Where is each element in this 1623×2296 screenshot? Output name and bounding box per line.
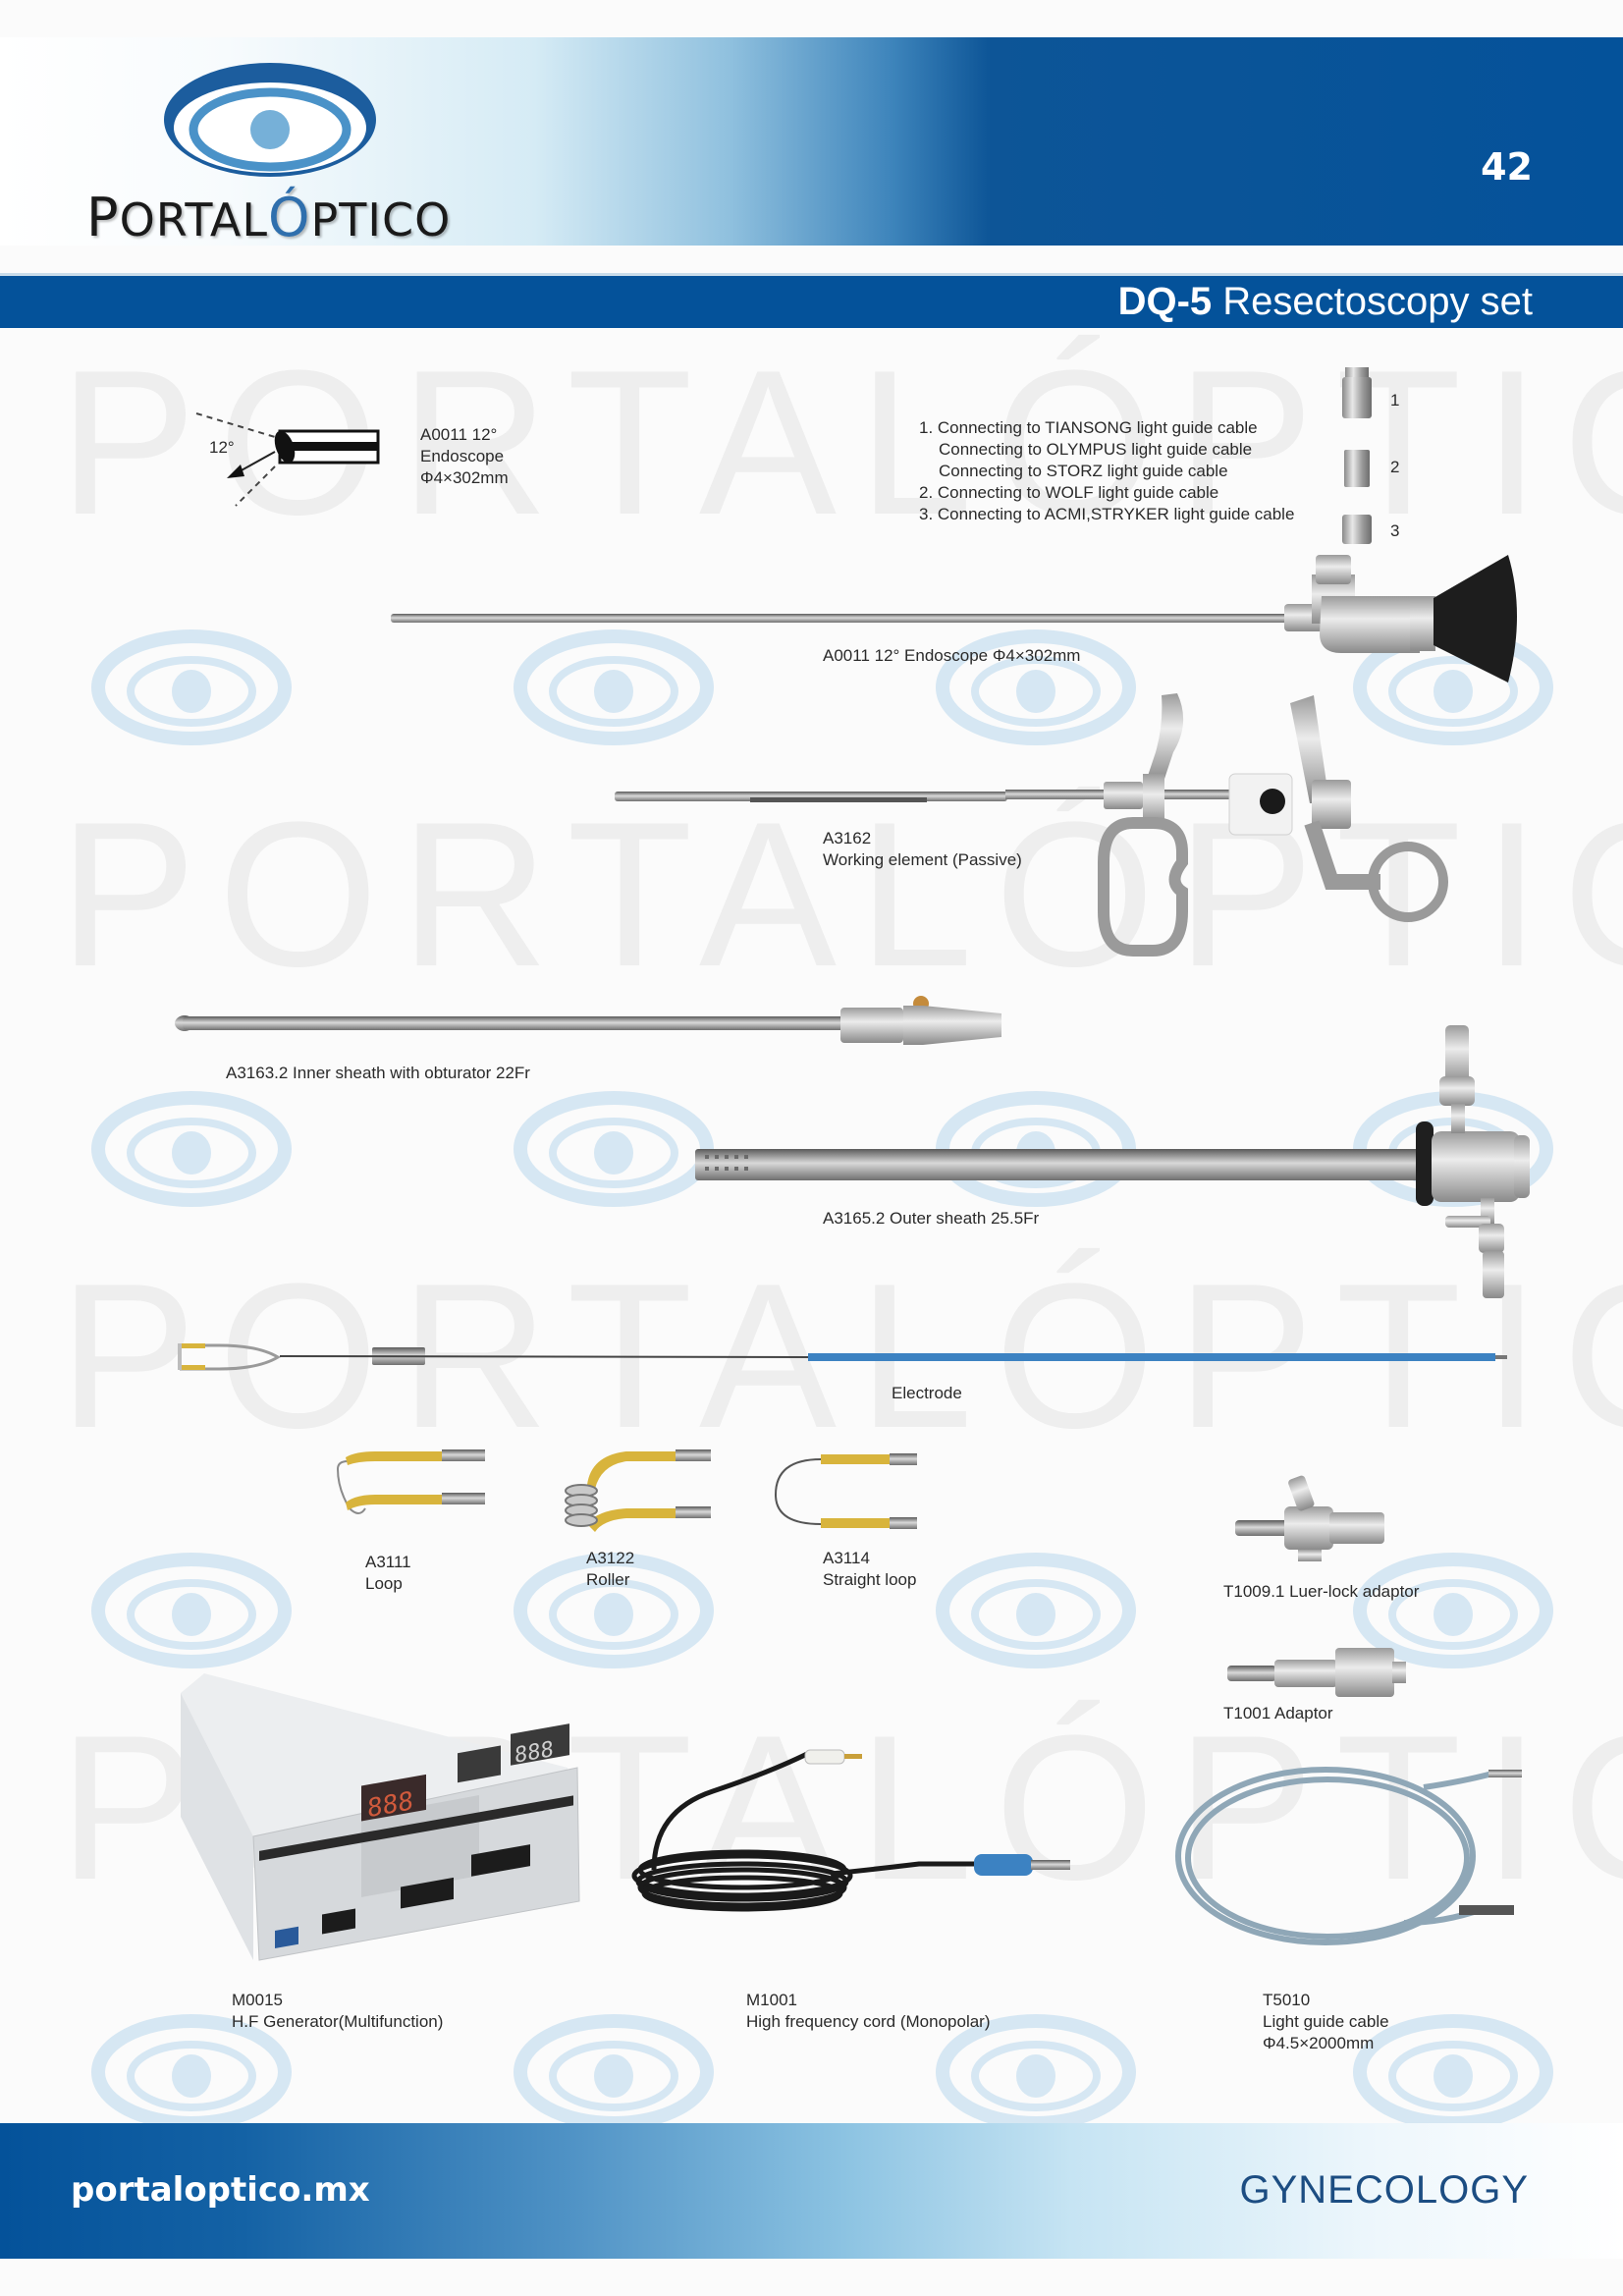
straight-loop-code: A3114 (823, 1549, 870, 1567)
luer-lock-adaptor-image (1235, 1475, 1384, 1561)
hf-generator-image: 888 888 (181, 1673, 580, 1961)
adapter-number: 1 (1390, 391, 1400, 410)
set-title: Resectoscopy set (1212, 280, 1533, 323)
connector-line: Connecting to OLYMPUS light guide cable (939, 440, 1253, 459)
adaptor-label: T1001 Adaptor (1223, 1704, 1333, 1722)
inner-sheath-label: A3163.2 Inner sheath with obturator 22Fr (226, 1064, 530, 1082)
connector-line: 3. Connecting to ACMI,STRYKER light guid… (919, 505, 1295, 523)
set-model-code: DQ-5 (1117, 280, 1213, 323)
website-link[interactable]: portaloptico.mx (71, 2170, 370, 2210)
working-element-name: Working element (Passive) (823, 850, 1022, 869)
endoscope-image (391, 555, 1517, 683)
footer-banner: portaloptico.mx GYNECOLOGY (0, 2123, 1623, 2259)
hf-cord-code: M1001 (746, 1991, 797, 2009)
hf-cord-name: High frequency cord (Monopolar) (746, 2012, 991, 2031)
working-element-image (615, 693, 1448, 957)
loop-electrode-image (336, 1449, 485, 1514)
loop-code: A3111 (365, 1553, 411, 1571)
outer-sheath-image (695, 1025, 1530, 1298)
generator-code: M0015 (232, 1991, 283, 2009)
brand-cap-o: Ó (268, 187, 311, 248)
endoscope-angle-diagram-icon (195, 412, 380, 507)
connector-line: Connecting to STORZ light guide cable (939, 462, 1228, 480)
diagram-code: A0011 12° (420, 425, 498, 444)
roller-electrode-image (565, 1449, 711, 1532)
adapter-number: 3 (1390, 521, 1400, 540)
generator-name: H.F Generator(Multifunction) (232, 2012, 444, 2031)
diagram-name: Endoscope (420, 447, 505, 465)
brand-portal: ORTAL (119, 193, 269, 246)
electrode-image (178, 1343, 1507, 1371)
light-cable-name: Light guide cable (1263, 2012, 1389, 2031)
category-label: GYNECOLOGY (1239, 2168, 1529, 2212)
section-title-bar: DQ-5 Resectoscopy set (0, 273, 1623, 328)
endoscope-label: A0011 12° Endoscope Φ4×302mm (823, 646, 1081, 665)
light-cable-size: Φ4.5×2000mm (1263, 2034, 1375, 2052)
brand-wordmark: PORTALÓPTICO (86, 187, 451, 248)
brand-cap-p: P (86, 187, 120, 248)
page-number: 42 (1481, 145, 1533, 189)
roller-code: A3122 (586, 1549, 635, 1567)
adapter-number: 2 (1390, 458, 1400, 476)
connector-line: 2. Connecting to WOLF light guide cable (919, 483, 1219, 502)
portaloptico-eye-logo-icon (164, 63, 376, 177)
electrode-label: Electrode (892, 1384, 962, 1402)
connector-line: 1. Connecting to TIANSONG light guide ca… (919, 418, 1258, 437)
working-element-code: A3162 (823, 829, 872, 847)
hf-cord-image (631, 1749, 1070, 1912)
adaptor-image (1227, 1648, 1406, 1697)
light-cable-adapters-icon (1342, 367, 1372, 544)
loop-name: Loop (365, 1574, 403, 1593)
outer-sheath-label: A3165.2 Outer sheath 25.5Fr (823, 1209, 1040, 1228)
angle-label: 12° (209, 438, 235, 457)
inner-sheath-image (175, 996, 1001, 1045)
diagram-size: Φ4×302mm (420, 468, 509, 487)
straight-loop-electrode-image (774, 1453, 917, 1529)
roller-name: Roller (586, 1570, 630, 1589)
brand-ptico: PTICO (310, 193, 452, 246)
light-guide-cable-image (1175, 1767, 1522, 1945)
luer-lock-adaptor-label: T1009.1 Luer-lock adaptor (1223, 1582, 1420, 1601)
page-title: DQ-5 Resectoscopy set (1118, 280, 1533, 324)
light-cable-code: T5010 (1263, 1991, 1311, 2009)
straight-loop-name: Straight loop (823, 1570, 917, 1589)
